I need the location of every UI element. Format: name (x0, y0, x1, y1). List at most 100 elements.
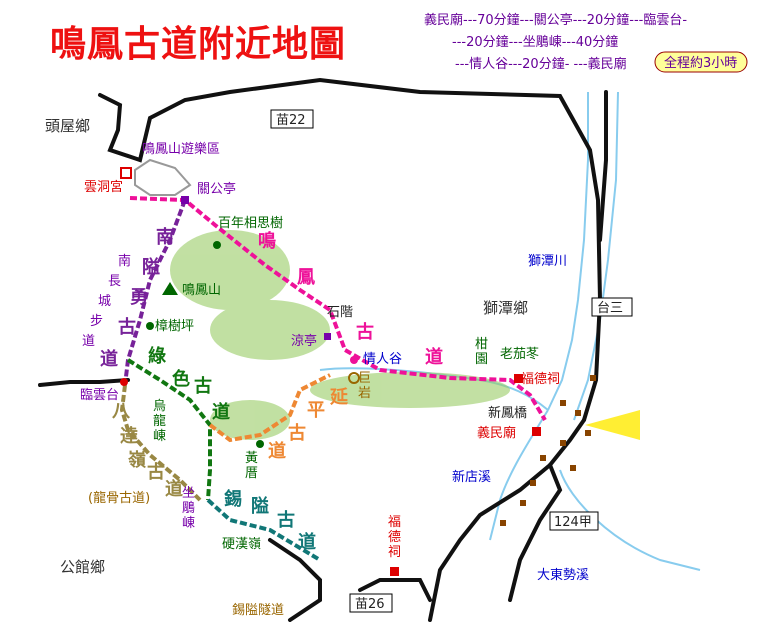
trail-eight-1: 達 (120, 426, 138, 447)
label-dragon-ridge-2: 龍 (153, 413, 166, 429)
label-huang-cuo-2: 厝 (245, 466, 258, 481)
trail-eight-0: 八 (112, 401, 131, 422)
trail-mingfeng-2: 古 (356, 321, 374, 343)
label-old-acacia: 百年相思樹 (218, 216, 283, 231)
town-shitan: 獅潭鄉 (483, 299, 528, 317)
label-zuodiao-1: 坐 (182, 486, 195, 501)
t124-label: 124甲 (554, 515, 592, 530)
label-yimin-temple: 義民廟 (477, 425, 516, 441)
trail-south-0: 南 (156, 226, 174, 248)
trail-banyan-3: 道 (268, 440, 286, 462)
label-camphor-flat: 樟樹坪 (155, 319, 194, 334)
linyun-terrace-marker (120, 378, 128, 386)
mountain-icon (162, 282, 178, 295)
trail-green-3: 道 (212, 401, 230, 423)
guangong-pavilion-marker (181, 196, 189, 204)
trail-xiai-0: 錫 (224, 488, 242, 510)
trail-south-4: 道 (100, 348, 118, 370)
label-dadongshi-creek: 大東勢溪 (537, 567, 589, 583)
trail-mingfeng-1: 鳳 (297, 267, 315, 288)
road-north (98, 77, 603, 422)
legend-line-1: 義民廟---70分鐘---關公亭---20分鐘---臨雲台- (424, 12, 687, 28)
label-lovers-valley: 情人谷 (363, 352, 402, 367)
map-title: 鳴鳳古道附近地圖 (50, 24, 346, 65)
trail-south-2: 勇 (130, 287, 148, 308)
town-gongguan: 公館鄉 (60, 558, 105, 576)
eight-ridge-trail-path (119, 384, 202, 502)
dadongshi-creek-path (559, 469, 701, 571)
label-yundong-temple: 雲洞宮 (84, 179, 123, 195)
trail-mingfeng-0: 鳴 (258, 230, 276, 252)
label-fude-south-1: 福 (388, 515, 401, 530)
road-tai3-lower (428, 418, 586, 622)
label-dragon-ridge-1: 烏 (153, 398, 166, 414)
fude-shrine-east-marker (514, 374, 523, 383)
south-wall-trail-path (123, 199, 187, 386)
shitan-river-bank (573, 91, 619, 421)
label-fude-south-2: 德 (388, 530, 401, 545)
trail-eight-3: 古 (147, 461, 165, 483)
total-time-badge (654, 51, 748, 73)
xiai-trail-path (206, 498, 322, 562)
trail-green-2: 古 (194, 375, 212, 397)
lovers-valley-marker (350, 356, 358, 364)
label-giant-rock-1: 巨 (358, 371, 371, 386)
total-time-label: 全程約3小時 (664, 55, 737, 71)
place-labels: 鳴鳳山遊樂區 雲洞宮 關公亭 百年相思樹 鳴鳳山 樟樹坪 石階 涼亭 情人谷 巨… (80, 141, 589, 618)
settlement-markers (500, 375, 596, 526)
trail-eight-4: 道 (165, 478, 183, 500)
miao26-label: 苗26 (355, 597, 385, 612)
label-stone-steps: 石階 (327, 305, 353, 320)
label-mingfeng-park: 鳴鳳山遊樂區 (142, 141, 220, 157)
label-lao-qie-dong: 老茄苳 (500, 347, 539, 362)
label-xindian-creek: 新店溪 (452, 469, 491, 485)
miao22-label: 苗22 (276, 113, 306, 128)
label-zuodiao-2: 鵰 (182, 501, 195, 516)
label-fude-shrine-east: 福德祠 (521, 372, 560, 387)
trail-green-1: 色 (172, 368, 190, 390)
trail-mingfeng-3: 道 (425, 346, 443, 368)
miao22-sign (270, 109, 314, 129)
tai3-sign (591, 297, 633, 317)
giant-rock-marker (348, 372, 360, 384)
banyan-trail-path (208, 373, 331, 443)
camphor-marker (146, 322, 154, 330)
trail-xiai-1: 隘 (251, 495, 269, 517)
label-shitan-river: 獅潭川 (528, 254, 567, 269)
trail-southwall-sub-0: 南 (118, 253, 131, 269)
road-tai3-upper (598, 90, 608, 242)
xindian-creek-path (489, 409, 549, 541)
label-ying-han-ling: 硬漢嶺 (222, 537, 261, 552)
direction-arrow-icon (585, 410, 640, 440)
t124-sign (549, 511, 599, 531)
road-miao26-east (358, 578, 432, 602)
trail-southwall-sub-2: 城 (98, 294, 111, 309)
yundong-temple-marker (120, 167, 132, 179)
label-fude-south-3: 祠 (388, 545, 401, 560)
shitan-river-path (547, 92, 589, 411)
park-area (134, 158, 192, 196)
route-legend: 義民廟---70分鐘---關公亭---20分鐘---臨雲台- ---20分鐘--… (424, 12, 748, 73)
label-dragon-ridge-3: 崠 (153, 429, 166, 444)
label-giant-rock-2: 岩 (358, 386, 371, 401)
mingfeng-trail-path (129, 196, 547, 422)
trail-xiai-2: 古 (277, 509, 295, 531)
label-liang-pavilion: 涼亭 (291, 333, 317, 349)
trail-green-0: 綠 (148, 345, 167, 367)
label-mingfeng-mountain: 鳴鳳山 (182, 283, 221, 298)
road-west (38, 378, 130, 387)
liang-pavilion-marker (324, 333, 331, 340)
trail-banyan-0: 延 (329, 387, 349, 408)
label-longgu-trail: (龍骨古道) (88, 490, 150, 506)
yimin-temple-marker (532, 427, 541, 436)
old-acacia-marker (213, 241, 221, 249)
legend-line-2: ---20分鐘---坐鵰崠---40分鐘 (452, 34, 618, 50)
legend-line-3: ---情人谷---20分鐘- ---義民廟 (455, 56, 627, 72)
road-miao26-west (268, 538, 322, 622)
miao26-sign (349, 593, 393, 613)
town-touwu: 頭屋鄉 (45, 117, 90, 135)
trail-xiai-3: 道 (298, 531, 316, 553)
trail-eight-2: 嶺 (128, 450, 146, 471)
trail-southwall-sub-1: 長 (108, 274, 121, 289)
trail-banyan-2: 古 (288, 422, 306, 444)
